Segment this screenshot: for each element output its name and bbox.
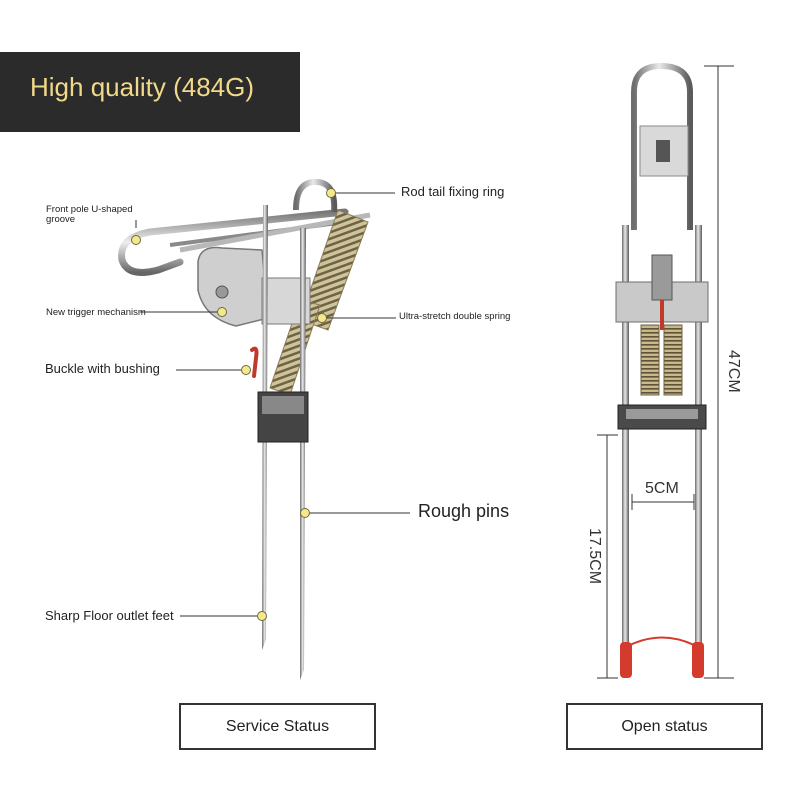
- buckle-red: [250, 346, 259, 378]
- marker-rod-tail: [326, 188, 336, 198]
- marker-sharp-feet: [257, 611, 267, 621]
- spring-left: [640, 324, 660, 396]
- open-status-box: Open status: [566, 703, 763, 750]
- label-rough-pins: Rough pins: [418, 501, 510, 521]
- service-status-box: Service Status: [179, 703, 376, 750]
- callout-markers: [131, 188, 336, 621]
- dimension-leg-length: 17.5CM: [586, 528, 603, 585]
- marker-rough-pins: [300, 508, 310, 518]
- spring-right: [663, 324, 683, 396]
- marker-trigger: [217, 307, 227, 317]
- top-loop: [631, 62, 693, 230]
- marker-front-pole: [131, 235, 141, 245]
- dimension-height: 47CM: [725, 350, 742, 393]
- open-holder: [615, 62, 709, 678]
- callout-lines: [135, 192, 410, 617]
- rod-tail-ring: [293, 178, 338, 213]
- marker-buckle: [241, 365, 251, 375]
- dimension-width: 5CM: [645, 480, 679, 497]
- double-spring: [299, 209, 369, 331]
- marker-spring: [317, 313, 327, 323]
- label-trigger: New trigger mechanism: [46, 307, 146, 318]
- trigger-block: [197, 246, 269, 327]
- title-banner: [0, 52, 300, 132]
- label-sharp-feet: Sharp Floor outlet feet: [45, 608, 174, 623]
- service-holder: [118, 178, 371, 680]
- foot-cap-left: [620, 642, 632, 678]
- open-status-label: Open status: [621, 717, 708, 735]
- label-rod-tail: Rod tail fixing ring: [401, 184, 505, 199]
- front-u-groove: [118, 208, 349, 276]
- label-buckle: Buckle with bushing: [45, 361, 160, 376]
- foot-cap-right: [692, 642, 704, 678]
- dimension-lines: [597, 65, 734, 679]
- banner-title: High quality (484G): [30, 72, 254, 102]
- label-front-pole: Front pole U-shaped groove: [46, 204, 133, 225]
- label-spring: Ultra-stretch double spring: [399, 311, 511, 322]
- service-status-label: Service Status: [225, 717, 330, 735]
